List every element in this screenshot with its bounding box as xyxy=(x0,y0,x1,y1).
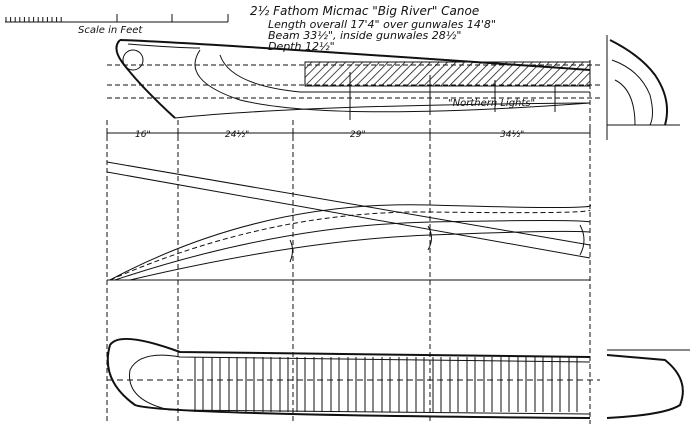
hatched-panel xyxy=(304,61,591,87)
half-breadth-view xyxy=(106,161,592,281)
scale-bar: Scale in Feet xyxy=(5,14,229,36)
title-block: 2½ Fathom Micmac "Big River" Canoe Lengt… xyxy=(250,4,496,53)
decoration-circle xyxy=(122,49,144,71)
profile-view: "Northern Lights" xyxy=(107,39,600,120)
dimension-4: 34½" xyxy=(500,130,524,140)
dimension-1: 16" xyxy=(135,130,151,140)
title-line-2: Length overall 17'4" over gunwales 14'8" xyxy=(268,18,496,31)
dimension-line: 16" 24½" 29" 34½" xyxy=(106,60,591,424)
end-view xyxy=(606,35,690,419)
dimension-3: 29" xyxy=(350,130,366,140)
title-line-1: 2½ Fathom Micmac "Big River" Canoe xyxy=(250,4,479,18)
scale-label: Scale in Feet xyxy=(78,25,143,36)
title-line-3: Beam 33½", inside gunwales 28½" xyxy=(268,29,461,42)
dimension-2: 24½" xyxy=(225,130,249,140)
northern-lights-label: "Northern Lights" xyxy=(448,98,535,109)
plan-view xyxy=(106,337,600,419)
